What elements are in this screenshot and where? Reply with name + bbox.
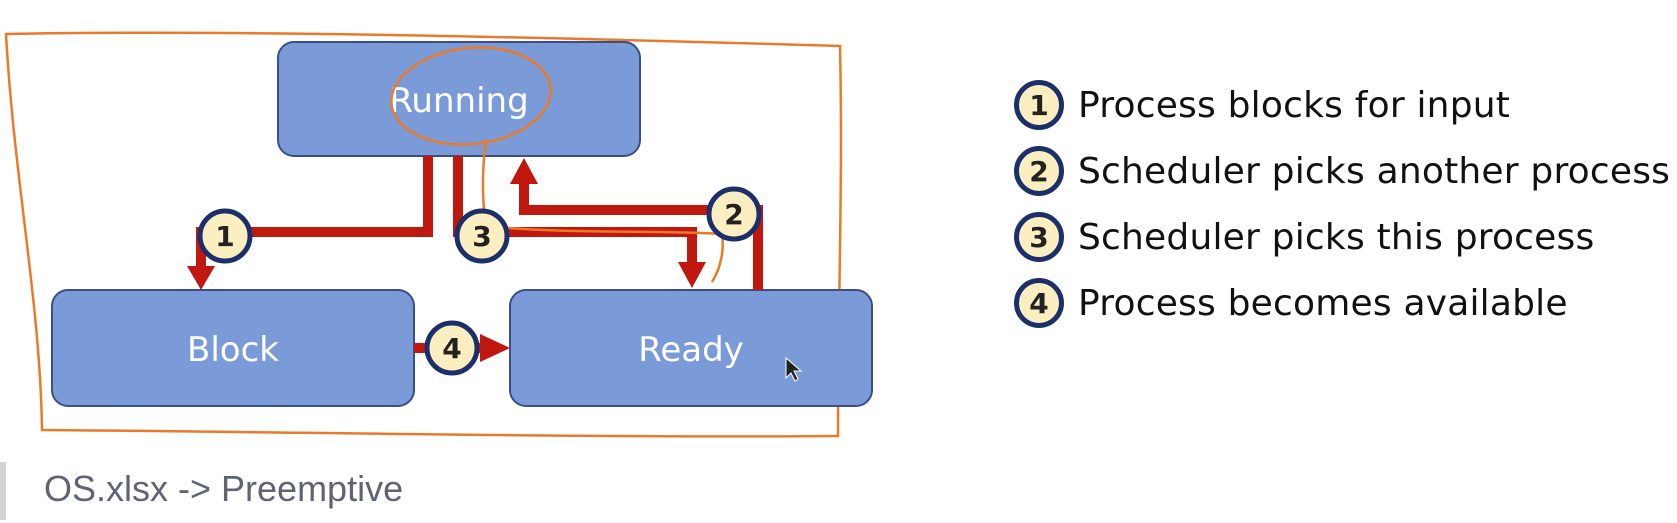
svg-text:1: 1 (215, 220, 234, 253)
legend-text: Scheduler picks this process (1078, 216, 1595, 258)
legend-item: 2 Scheduler picks another process (1014, 138, 1670, 204)
state-diagram: Running Block Ready 1 2 3 4 (4, 31, 873, 438)
arrowhead-block (187, 266, 215, 290)
legend: 1 Process blocks for input 2 Scheduler p… (1014, 72, 1670, 336)
legend-marker: 1 (1014, 80, 1064, 130)
annotation-stroke (481, 139, 724, 283)
annotation-circle-running (390, 46, 552, 146)
legend-item: 1 Process blocks for input (1014, 72, 1670, 138)
svg-text:4: 4 (442, 332, 461, 365)
arrowhead-running (510, 158, 538, 184)
ready-label: Ready (638, 330, 744, 370)
arrow-running-to-block (196, 156, 433, 268)
block-label: Block (187, 330, 279, 370)
legend-marker: 4 (1014, 278, 1064, 328)
legend-item: 3 Scheduler picks this process (1014, 204, 1670, 270)
legend-marker: 2 (1014, 146, 1064, 196)
marker-3: 3 (454, 208, 510, 264)
svg-text:2: 2 (724, 198, 743, 231)
marker-2: 2 (706, 186, 762, 242)
mouse-cursor-icon (785, 356, 803, 382)
legend-text: Process becomes available (1078, 282, 1568, 324)
arrowhead-ready (678, 262, 706, 288)
blockquote-bar (0, 462, 6, 520)
marker-1: 1 (197, 208, 253, 264)
arrow-ready-to-running (519, 182, 763, 290)
arrowhead-ready-from-block (480, 334, 510, 362)
annotation-frame (4, 31, 843, 438)
running-label: Running (389, 81, 528, 121)
legend-text: Scheduler picks another process (1078, 150, 1671, 192)
caption-text: OS.xlsx -> Preemptive (44, 468, 404, 509)
legend-marker: 3 (1014, 212, 1064, 262)
legend-item: 4 Process becomes available (1014, 270, 1670, 336)
legend-text: Process blocks for input (1078, 84, 1511, 126)
svg-text:3: 3 (472, 220, 491, 253)
caption-blockquote: OS.xlsx -> Preemptive (0, 462, 700, 520)
marker-4: 4 (424, 320, 480, 376)
